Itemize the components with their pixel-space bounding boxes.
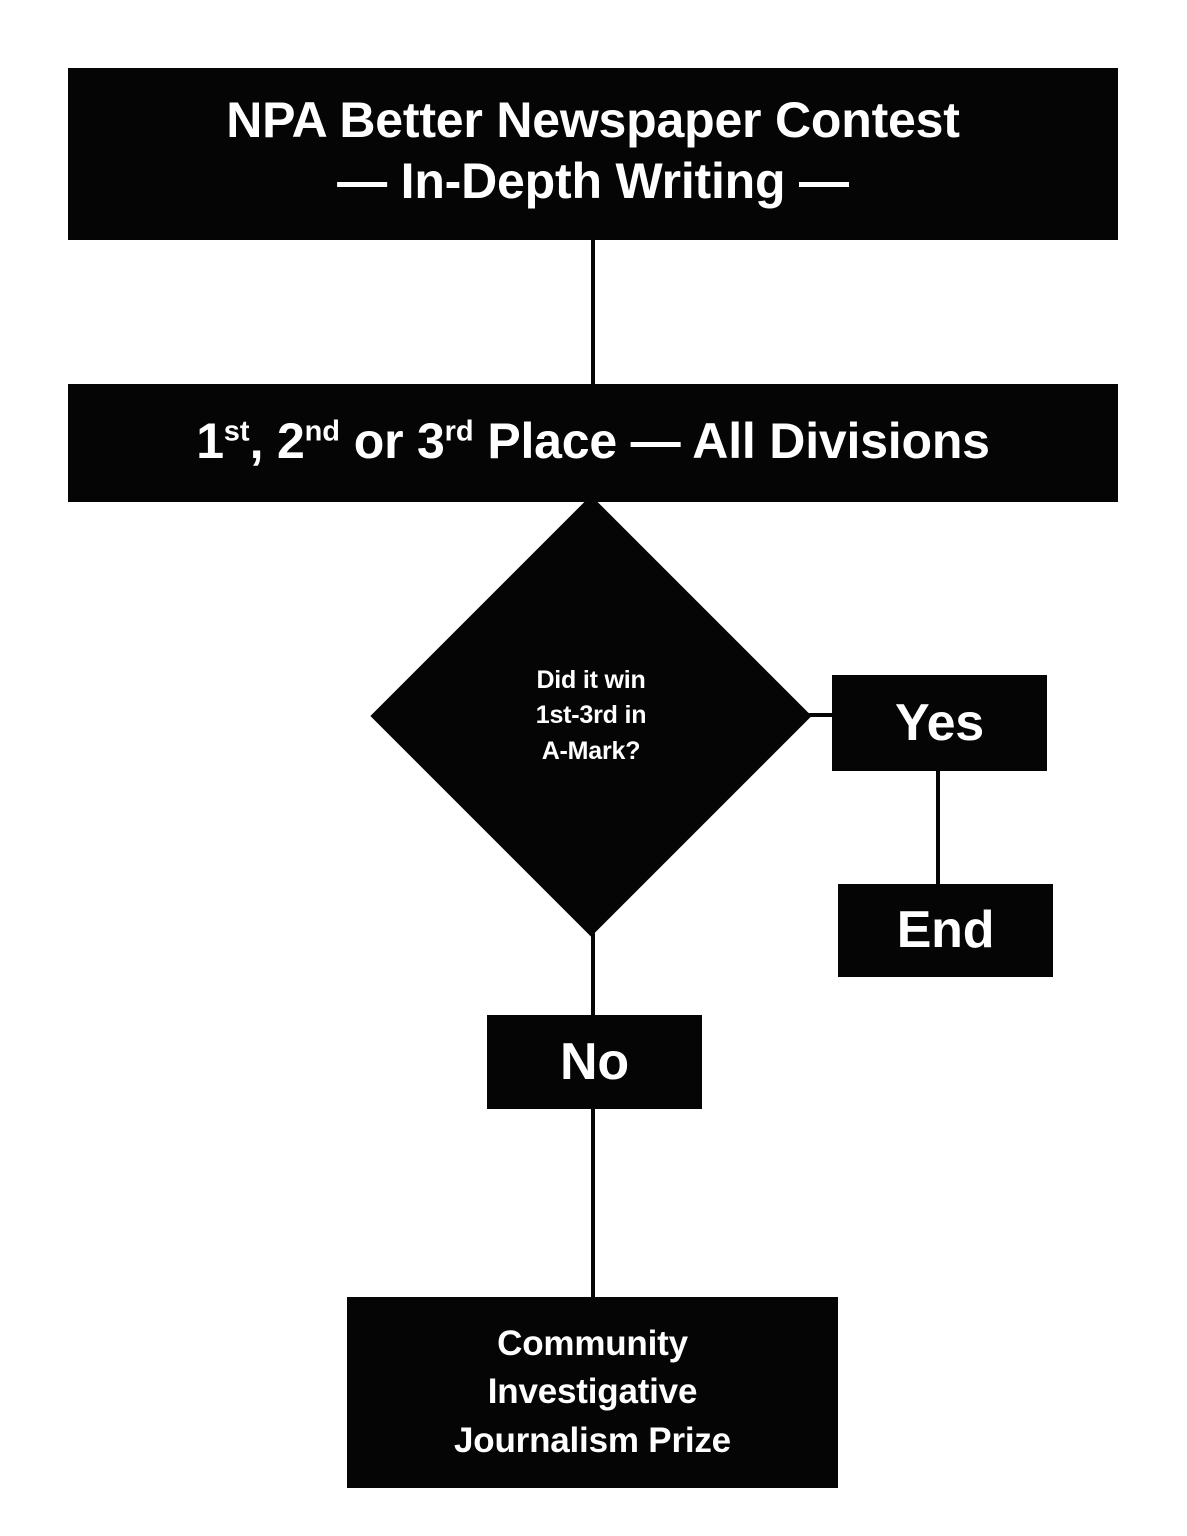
prize-line-2: Investigative <box>487 1372 698 1412</box>
node-place-all-divisions: 1st, 2nd or 3rd Place — All Divisions <box>68 384 1118 502</box>
place-separator-2: or 3 <box>340 413 445 469</box>
connector-title-to-place <box>591 240 595 384</box>
decision-label: Did it win 1st-3rd in A-Mark? <box>435 560 747 872</box>
node-end: End <box>838 884 1053 977</box>
yes-label: Yes <box>894 693 985 752</box>
decision-line-2: 1st-3rd in <box>535 701 647 730</box>
node-decision-a-mark: Did it win 1st-3rd in A-Mark? <box>370 495 812 937</box>
prize-line-3: Journalism Prize <box>454 1420 731 1460</box>
node-community-investigative-journalism-prize: Community Investigative Journalism Prize <box>347 1297 838 1488</box>
connector-yes-to-end <box>936 771 940 885</box>
node-contest-title: NPA Better Newspaper Contest — In-Depth … <box>68 68 1118 240</box>
end-label: End <box>896 901 995 960</box>
place-ordinal-2-suffix: nd <box>304 415 341 448</box>
node-no: No <box>487 1015 702 1109</box>
place-suffix-text: Place — All Divisions <box>473 413 990 469</box>
place-separator-1: , 2 <box>249 413 305 469</box>
decision-line-1: Did it win <box>536 665 646 694</box>
contest-title-line-1: NPA Better Newspaper Contest <box>226 92 960 148</box>
place-ordinal-3-suffix: rd <box>444 415 474 448</box>
place-ordinal-1-suffix: st <box>223 415 250 448</box>
no-label: No <box>560 1032 629 1091</box>
decision-line-3: A-Mark? <box>541 736 641 765</box>
contest-title-line-2: — In-Depth Writing — <box>337 153 849 209</box>
prize-line-1: Community <box>497 1324 688 1364</box>
place-node-text: 1st, 2nd or 3rd Place — All Divisions <box>196 413 990 469</box>
node-yes: Yes <box>832 675 1047 771</box>
place-ordinal-1: 1 <box>196 413 224 469</box>
connector-decision-to-no <box>591 868 595 1016</box>
connector-no-to-prize <box>591 1108 595 1298</box>
